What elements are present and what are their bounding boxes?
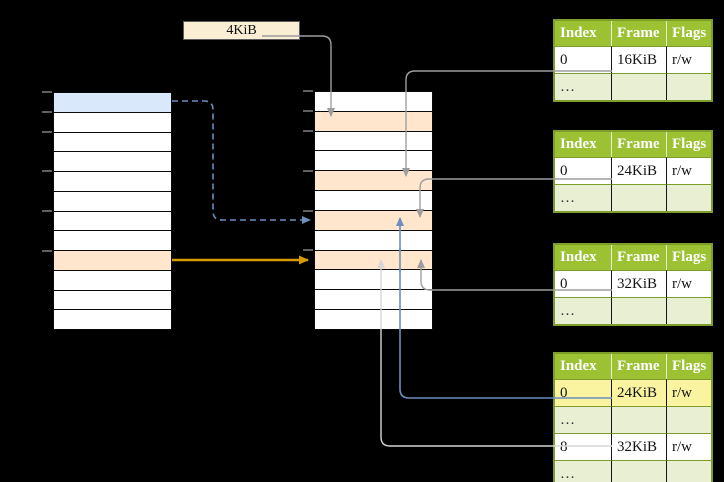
- column-header-flags: Flags: [667, 21, 711, 46]
- cell-index: 8: [555, 433, 612, 460]
- page-row: [54, 132, 171, 153]
- page-row: [315, 151, 432, 172]
- cell-frame: 16KiB: [612, 46, 667, 73]
- cell-frame: [612, 460, 667, 482]
- cell-index: …: [555, 73, 612, 100]
- column-header-index: Index: [555, 354, 612, 379]
- page-row: [54, 211, 171, 232]
- cell-frame: 24KiB: [612, 157, 667, 184]
- table-row-ellipsis: …: [555, 406, 711, 433]
- page-row: [315, 210, 432, 231]
- column-header-index: Index: [555, 132, 612, 157]
- page-row: [315, 92, 432, 112]
- page-row: [315, 270, 432, 291]
- cell-flags: r/w: [667, 270, 711, 297]
- cell-frame: [612, 184, 667, 211]
- column-header-flags: Flags: [667, 132, 711, 157]
- column-header-index: Index: [555, 245, 612, 270]
- table-row-ellipsis: …: [555, 460, 711, 482]
- column-header-frame: Frame: [612, 21, 667, 46]
- page-row: [315, 230, 432, 251]
- cell-frame: 24KiB: [612, 379, 667, 406]
- tick-marks-left: [42, 91, 52, 252]
- cell-index: …: [555, 297, 612, 324]
- column-header-frame: Frame: [612, 132, 667, 157]
- page-table-2: Index Frame Flags 0 24KiB r/w …: [553, 130, 713, 213]
- table-row: 0 24KiB r/w: [555, 157, 711, 184]
- cell-flags: r/w: [667, 379, 711, 406]
- page-row: [54, 251, 171, 271]
- page-row: [315, 290, 432, 311]
- cell-flags: r/w: [667, 46, 711, 73]
- cell-index: …: [555, 184, 612, 211]
- page-table-header: Index Frame Flags: [555, 132, 711, 157]
- page-row: [315, 171, 432, 192]
- cell-frame: 32KiB: [612, 270, 667, 297]
- cell-index: …: [555, 460, 612, 482]
- page-table-1: Index Frame Flags 0 16KiB r/w …: [553, 19, 713, 102]
- column-header-frame: Frame: [612, 354, 667, 379]
- page-row: [54, 93, 171, 113]
- cell-index: 0: [555, 46, 612, 73]
- page-row: [315, 310, 432, 329]
- virtual-pages-table: [53, 92, 172, 330]
- column-header-flags: Flags: [667, 354, 711, 379]
- cell-index: …: [555, 406, 612, 433]
- page-row: [54, 152, 171, 172]
- cell-index: 0: [555, 270, 612, 297]
- cell-flags: r/w: [667, 157, 711, 184]
- cell-flags: [667, 406, 711, 433]
- page-row: [54, 231, 171, 251]
- page-row: [54, 310, 171, 329]
- cell-frame: 32KiB: [612, 433, 667, 460]
- page-table-4: Index Frame Flags 0 24KiB r/w … 8 32KiB …: [553, 352, 713, 482]
- page-table-3: Index Frame Flags 0 32KiB r/w …: [553, 243, 713, 326]
- page-row: [54, 270, 171, 291]
- page-row: [54, 191, 171, 212]
- table-row-ellipsis: …: [555, 297, 711, 324]
- page-row: [315, 191, 432, 211]
- page-row: [54, 290, 171, 311]
- column-header-flags: Flags: [667, 245, 711, 270]
- page-row: [54, 112, 171, 133]
- arrow-virtual-blue-dashed: [172, 100, 311, 224]
- cell-frame: [612, 406, 667, 433]
- cell-flags: [667, 184, 711, 211]
- cell-frame: [612, 73, 667, 100]
- table-row: 0 16KiB r/w: [555, 46, 711, 73]
- cell-flags: r/w: [667, 433, 711, 460]
- column-header-index: Index: [555, 21, 612, 46]
- page-directory-table: [314, 91, 433, 330]
- table-row-highlighted: 0 24KiB r/w: [555, 379, 711, 406]
- page-row: [54, 172, 171, 192]
- page-size-label-box: 4KiB: [183, 21, 300, 40]
- cell-frame: [612, 297, 667, 324]
- table-row-ellipsis: …: [555, 73, 711, 100]
- page-size-label: 4KiB: [226, 22, 257, 38]
- page-table-header: Index Frame Flags: [555, 21, 711, 46]
- table-row: 8 32KiB r/w: [555, 433, 711, 460]
- cell-index: 0: [555, 379, 612, 406]
- page-table-header: Index Frame Flags: [555, 245, 711, 270]
- table-row: 0 32KiB r/w: [555, 270, 711, 297]
- table-row-ellipsis: …: [555, 184, 711, 211]
- page-row: [315, 111, 432, 132]
- cell-flags: [667, 460, 711, 482]
- page-row: [315, 250, 432, 271]
- page-table-header: Index Frame Flags: [555, 354, 711, 379]
- column-header-frame: Frame: [612, 245, 667, 270]
- tick-marks-middle: [303, 90, 313, 251]
- cell-index: 0: [555, 157, 612, 184]
- page-row: [315, 131, 432, 152]
- cell-flags: [667, 73, 711, 100]
- cell-flags: [667, 297, 711, 324]
